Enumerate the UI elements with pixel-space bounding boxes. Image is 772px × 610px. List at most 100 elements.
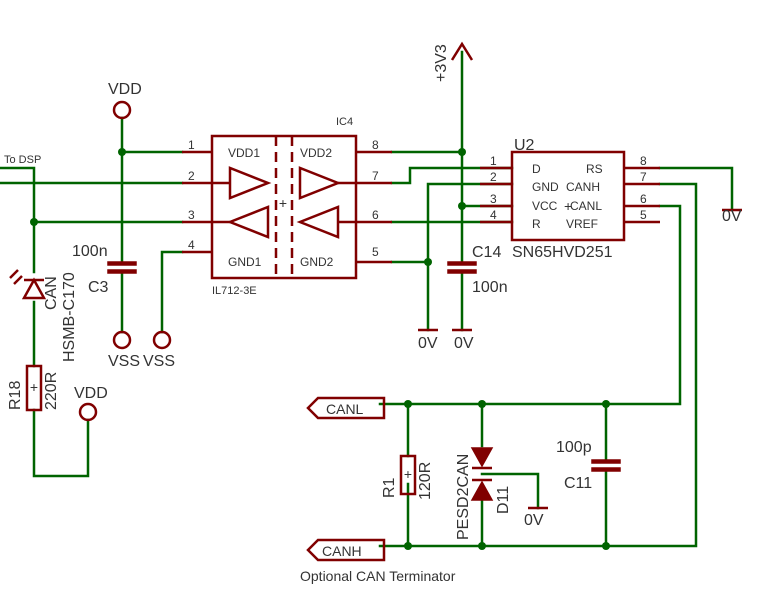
u2-can-transceiver: 1 2 3 4 8 7 6 5 D GND VCC R RS CANH CANL… <box>480 137 660 261</box>
wire-dsp-rx <box>0 166 184 224</box>
junction-dot <box>404 400 412 408</box>
junctions <box>30 148 610 550</box>
led-name: CAN <box>43 276 60 310</box>
u2-pin3-num: 3 <box>490 192 497 206</box>
ic4-pin5-num: 5 <box>372 245 379 259</box>
vdd-bottom-symbol <box>78 402 98 422</box>
u2-vcc-label: VCC <box>532 199 558 213</box>
vdd-top-label: VDD <box>108 81 142 98</box>
ic4-buffer-rx-in <box>296 205 340 239</box>
tvs-lower-triangle <box>470 480 494 501</box>
r1-value: 120R <box>417 462 434 500</box>
junction-dot <box>602 400 610 408</box>
c14-plate-top <box>447 261 477 266</box>
junction-dot <box>424 258 432 266</box>
u2-r-label: R <box>532 217 541 231</box>
ic4-pin1-num: 1 <box>188 138 195 152</box>
status-led-section: CAN HSMB-C170 + R18 220R <box>7 269 78 412</box>
led-part: HSMB-C170 <box>61 272 78 362</box>
u2-rs-label: RS <box>586 162 603 176</box>
ic4-vdd1-label: VDD1 <box>228 146 260 160</box>
ic4-pin3-num: 3 <box>188 208 195 222</box>
u2-name: U2 <box>514 137 535 154</box>
u2-pin5-num: 5 <box>640 208 647 222</box>
u2-d-label: D <box>532 162 541 176</box>
wire-r18-vdd <box>32 408 90 478</box>
svg-text:+: + <box>564 198 572 214</box>
junction-dot <box>458 148 466 156</box>
ic4-buffer-rx-out <box>226 205 270 239</box>
u2-pin6-num: 6 <box>640 192 647 206</box>
wire-u2-canl <box>378 204 682 406</box>
ic4-part: IL712-3E <box>212 285 257 297</box>
gnd4-label: 0V <box>524 512 544 529</box>
vss2-label: VSS <box>143 353 175 370</box>
c11-name: C11 <box>564 475 592 492</box>
canh-port-label: CANH <box>322 543 362 559</box>
gnd3-label: 0V <box>722 208 742 225</box>
led-ray-1 <box>9 269 19 279</box>
junction-dot <box>30 218 38 226</box>
r18-body <box>25 364 43 412</box>
ic4-name: IC4 <box>336 116 353 128</box>
wire-vss-gnd1 <box>160 250 184 334</box>
u2-canl-label: CANL <box>570 199 602 213</box>
led-ray-2 <box>13 275 23 285</box>
junction-dot <box>458 202 466 210</box>
junction-dot <box>404 542 412 550</box>
c14-plate-bottom <box>447 269 477 274</box>
u2-vref-label: VREF <box>566 217 598 231</box>
svg-text:+: + <box>30 379 38 395</box>
svg-text:+: + <box>279 195 287 211</box>
c3-value: 100n <box>72 243 108 260</box>
vdd-bottom-label: VDD <box>74 385 108 402</box>
u2-pin4-num: 4 <box>490 208 497 222</box>
u2-pin7-num: 7 <box>640 170 647 184</box>
ic4-pin7-num: 7 <box>372 169 379 183</box>
wire-u2-canh <box>378 182 698 548</box>
wire-d-line <box>390 166 514 185</box>
capacitors: 100n C3 C14 100n 100p C11 <box>72 243 621 492</box>
junction-dot <box>118 148 126 156</box>
vdd-top-symbol <box>112 100 132 120</box>
ic4-buffer-tx-in <box>228 166 272 200</box>
u2-gnd-label: GND <box>532 180 559 194</box>
u2-body <box>510 150 626 242</box>
ic4-gnd1-label: GND1 <box>228 255 262 269</box>
r1-body <box>399 454 417 496</box>
c11-plate-top <box>591 459 621 464</box>
terminator-note: Optional CAN Terminator <box>300 568 456 584</box>
u2-pin2-num: 2 <box>490 170 497 184</box>
junction-dot <box>478 400 486 408</box>
vss1-symbol <box>112 330 132 350</box>
c3-plate-bottom <box>107 269 137 274</box>
gnd1-label: 0V <box>418 335 438 352</box>
canl-port-label: CANL <box>326 401 364 417</box>
vss2-symbol <box>152 330 172 350</box>
c14-name: C14 <box>472 244 501 261</box>
tvs-part: PESD2CAN <box>455 454 472 540</box>
u2-part: SN65HVD251 <box>512 244 613 261</box>
r1-name: R1 <box>381 477 398 498</box>
plus3v3-arrow <box>450 41 474 61</box>
ic4-gnd2-label: GND2 <box>300 255 334 269</box>
svg-text:+: + <box>404 466 412 482</box>
r18-name: R18 <box>7 381 24 410</box>
ic4-body <box>210 134 358 280</box>
wire-u2-rs <box>658 166 734 212</box>
wire-tvs-gnd <box>480 472 540 510</box>
c3-plate-top <box>107 261 137 266</box>
ic4-pin2-num: 2 <box>188 169 195 183</box>
led-triangle <box>21 277 47 300</box>
u2-pin8-num: 8 <box>640 154 647 168</box>
tvs-name: D11 <box>495 486 512 514</box>
junction-dot <box>478 542 486 550</box>
can-terminator-section: CANL CANH + R1 120R PESD2CAN D11 Optiona… <box>300 396 512 584</box>
ic4-isolator: + 1 2 3 4 8 7 6 5 VDD1 VDD2 GND1 GND2 IC… <box>182 116 392 297</box>
wire-vdd-top <box>120 116 184 154</box>
to-dsp-label: To DSP <box>4 154 41 166</box>
r18-value: 220R <box>43 372 60 410</box>
ic4-pin8-num: 8 <box>372 138 379 152</box>
canl-port <box>306 396 386 420</box>
power-symbols: VDD VSS VSS VDD +3V3 0V 0V 0V 0V <box>74 41 742 529</box>
